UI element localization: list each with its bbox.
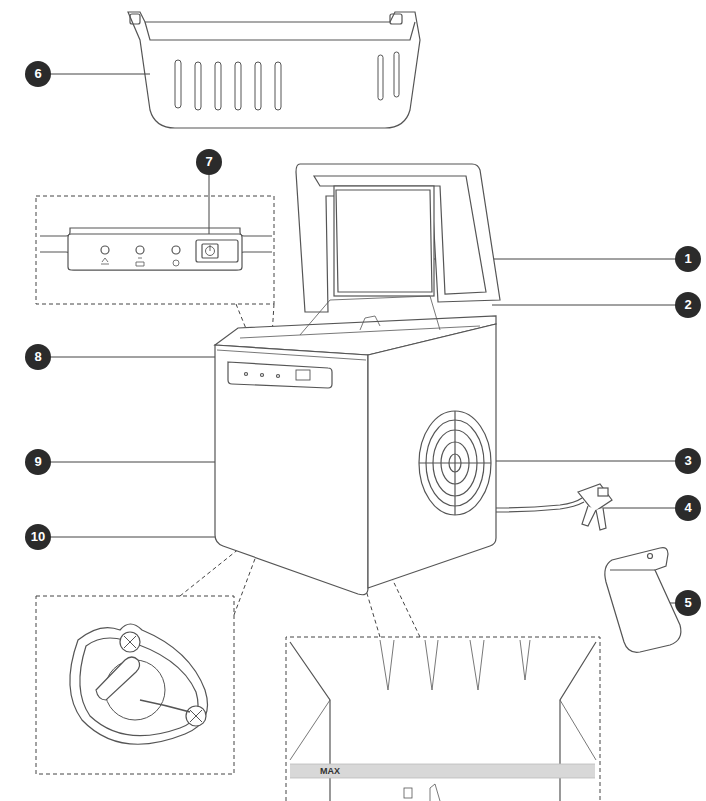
ice-basket <box>128 12 420 128</box>
callout-number: 4 <box>675 495 701 521</box>
callout-number: 10 <box>25 524 51 550</box>
control-panel-inset <box>40 228 272 270</box>
ice-scoop <box>605 548 681 653</box>
leader-lines <box>50 74 676 603</box>
water-level-mark: MAX <box>320 765 340 777</box>
water-tank-inset <box>290 640 596 801</box>
callout-number: 2 <box>675 292 701 318</box>
callout-number: 3 <box>675 448 701 474</box>
drain-cap-inset <box>70 624 208 744</box>
power-cord <box>496 484 612 530</box>
callout-number: 1 <box>675 246 701 272</box>
callout-number: 7 <box>196 149 222 175</box>
ice-maker-body <box>215 164 500 595</box>
callout-number: 6 <box>25 61 51 87</box>
callout-number: 9 <box>25 449 51 475</box>
callout-number: 8 <box>25 344 51 370</box>
callout-number: 5 <box>675 590 701 616</box>
